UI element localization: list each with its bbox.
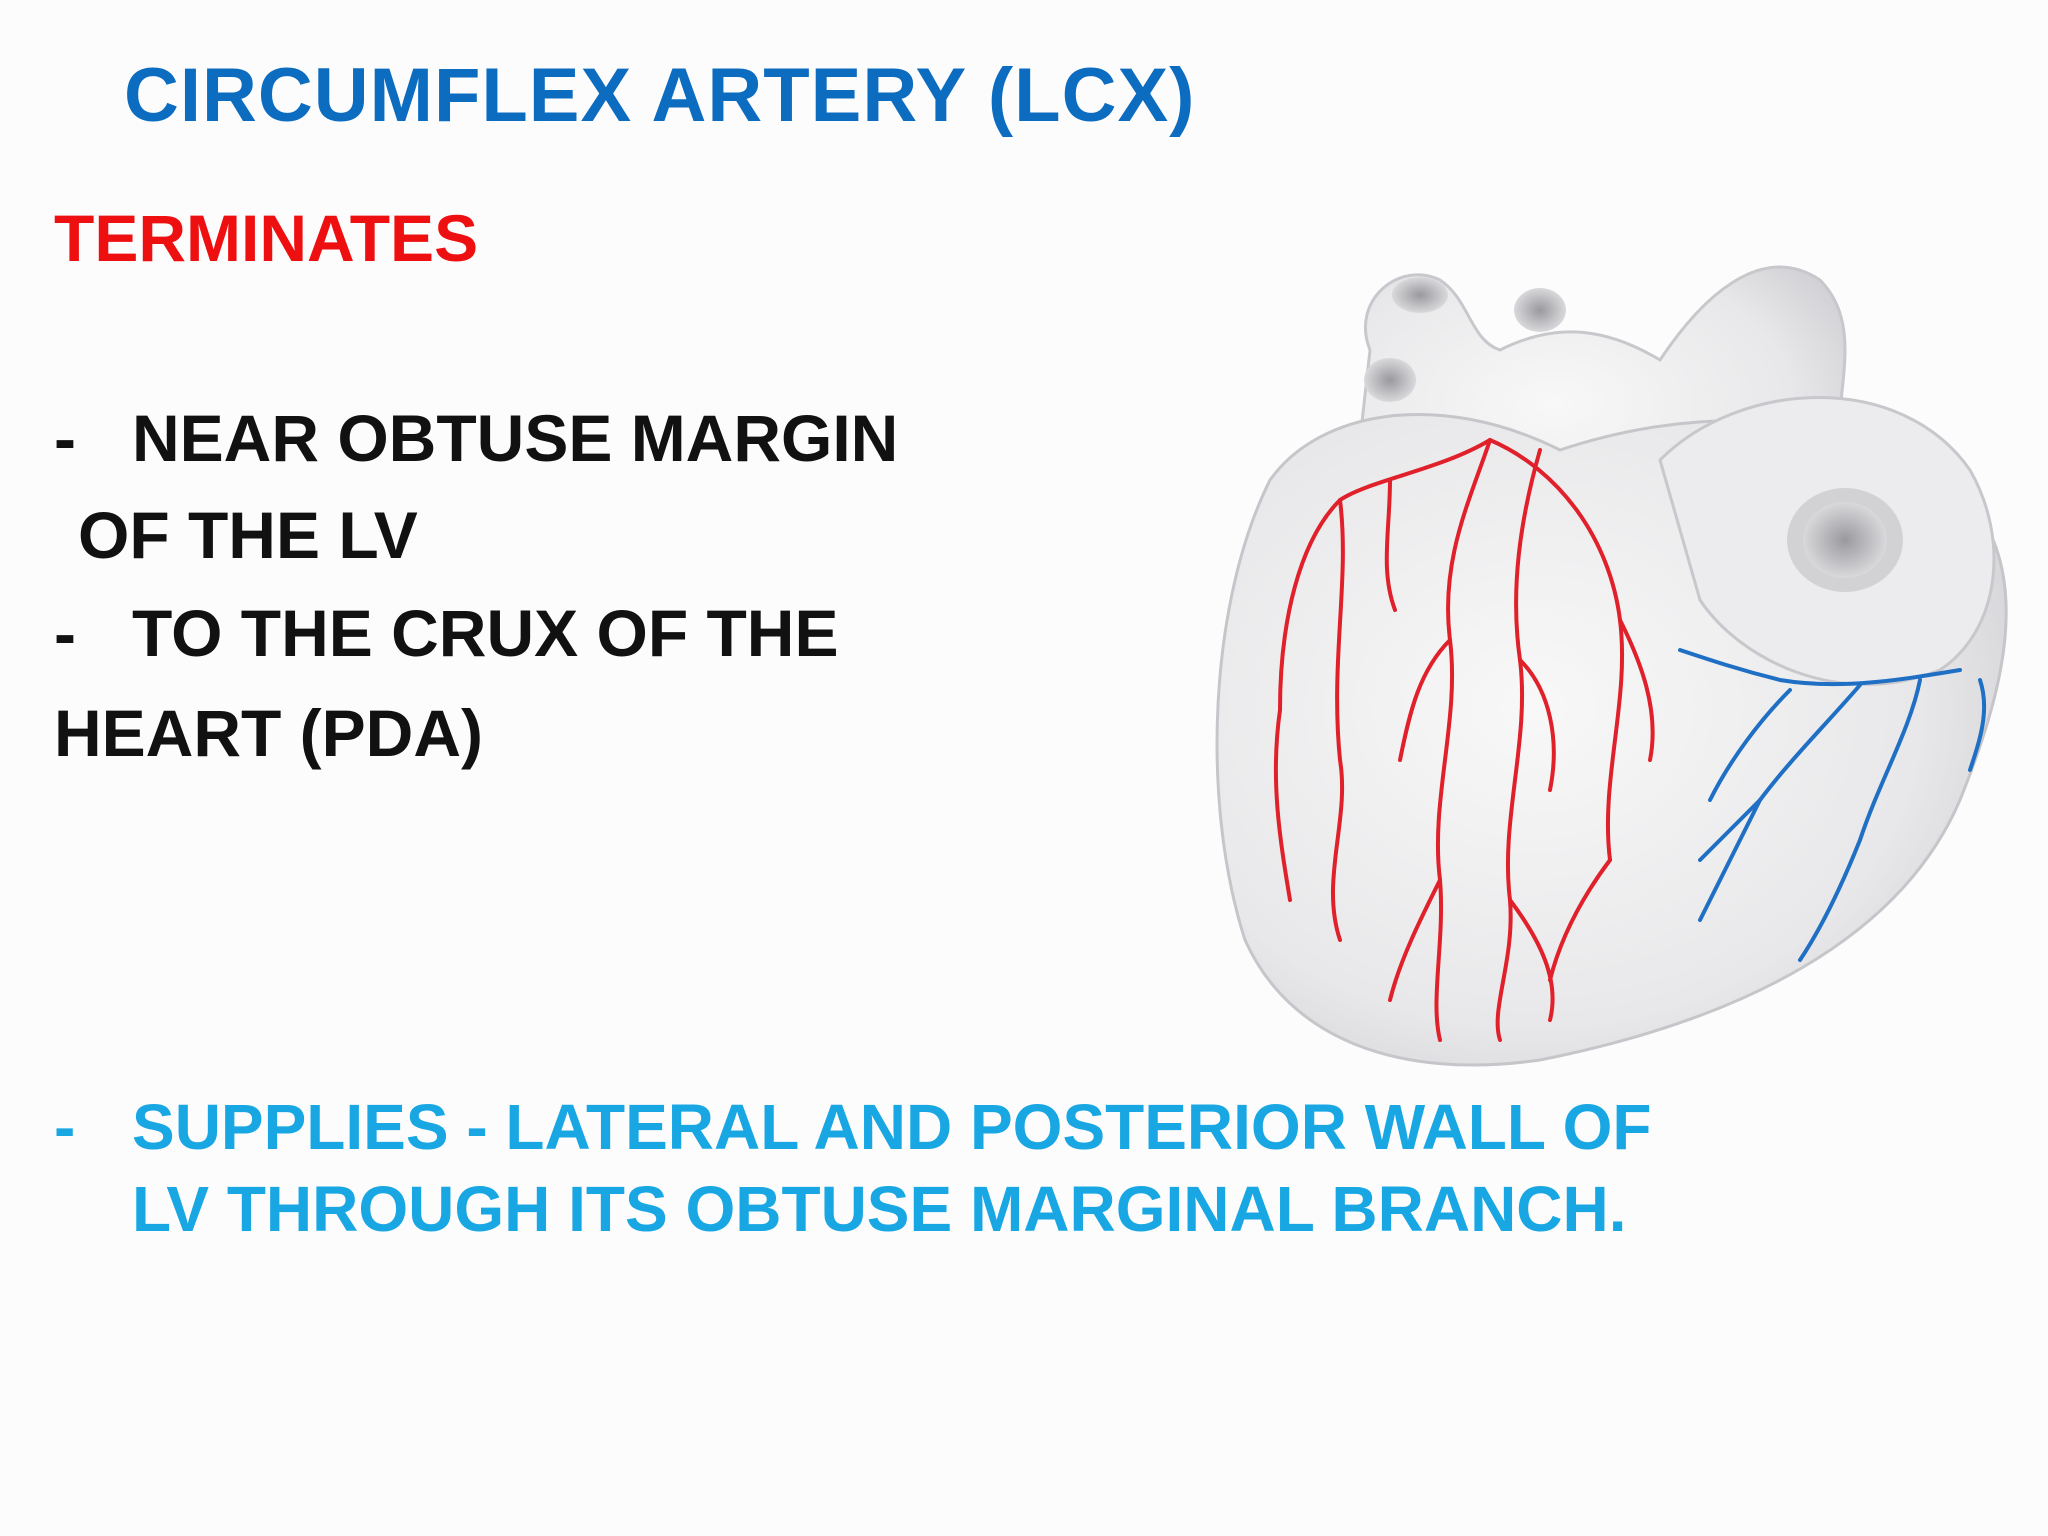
bullet-text-3: TO THE CRUX OF THE xyxy=(132,596,839,670)
heart-illustration-icon xyxy=(1215,265,2008,1067)
supplies-dash: - xyxy=(54,1091,76,1163)
bullet-line-1: -NEAR OBTUSE MARGIN xyxy=(54,400,898,476)
bullet-dash: - xyxy=(54,596,76,670)
supplies-line-1: SUPPLIES - LATERAL AND POSTERIOR WALL OF xyxy=(132,1091,1652,1163)
supplies-text: SUPPLIES - LATERAL AND POSTERIOR WALL OF… xyxy=(132,1086,1651,1250)
slide-title: CIRCUMFLEX ARTERY (LCX) xyxy=(124,53,1196,138)
bullet-dash: - xyxy=(54,401,76,475)
bullet-text-1: NEAR OBTUSE MARGIN xyxy=(132,401,899,475)
bullet-line-3: -TO THE CRUX OF THE xyxy=(54,595,838,671)
supplies-block: - SUPPLIES - LATERAL AND POSTERIOR WALL … xyxy=(54,1086,1651,1245)
supplies-line-2: LV THROUGH ITS OBTUSE MARGINAL BRANCH. xyxy=(132,1173,1627,1245)
section-heading: TERMINATES xyxy=(54,201,479,275)
bullet-line-2: OF THE LV xyxy=(78,498,418,572)
bullet-line-4: HEART (PDA) xyxy=(54,696,483,770)
